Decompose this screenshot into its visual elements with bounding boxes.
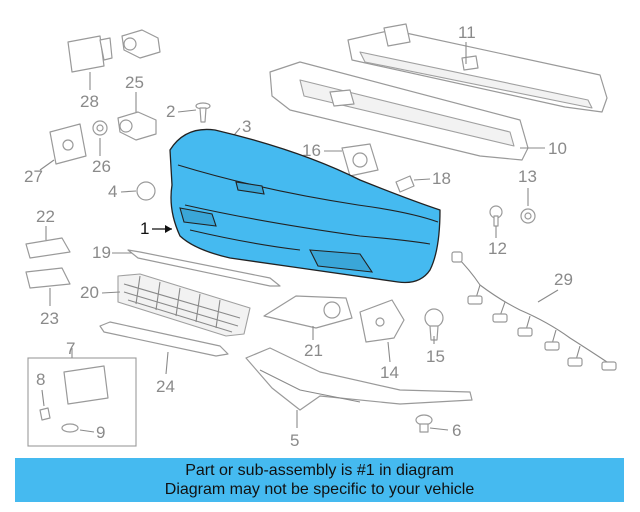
- part-1-bumper-cover: [169, 128, 441, 284]
- part-11-upper-reinforcement: [347, 23, 608, 113]
- part-21-fog-bezel: [263, 295, 353, 329]
- callout-27: 27: [24, 167, 43, 186]
- callout-5: 5: [290, 431, 299, 450]
- callout-24: 24: [156, 377, 175, 396]
- part-15-clip: [424, 308, 444, 341]
- part-29-wiring-harness: [451, 251, 617, 371]
- part-25-sensor-b: [117, 111, 157, 141]
- callout-21: 21: [304, 341, 323, 360]
- part-19-trim-strip: [127, 249, 281, 287]
- part-20-grille: [117, 273, 251, 337]
- callout-15: 15: [426, 347, 445, 366]
- part-4-sensor-holder: [136, 181, 156, 201]
- callout-10: 10: [548, 139, 567, 158]
- part-22-bracket: [25, 237, 71, 259]
- bumper-cover-body: [169, 128, 441, 284]
- callout-13: 13: [518, 167, 537, 186]
- callout-12: 12: [488, 239, 507, 258]
- callout-2: 2: [166, 102, 175, 121]
- part-28-bracket: [67, 35, 113, 73]
- banner-line-2: Diagram may not be specific to your vehi…: [164, 481, 475, 498]
- callout-8: 8: [36, 370, 45, 389]
- part-27-side-bracket: [49, 123, 87, 165]
- parts-diagram: 11 10 28 25 2 3 27 26: [24, 23, 617, 450]
- part-14-mount-bracket: [359, 299, 405, 343]
- part-25-parking-sensor: [121, 29, 161, 59]
- callout-29: 29: [554, 270, 573, 289]
- callout-18: 18: [432, 169, 451, 188]
- callout-3: 3: [242, 117, 251, 136]
- part-5-lower-valance: [245, 347, 473, 411]
- callout-20: 20: [80, 283, 99, 302]
- part-7-license-assembly: [27, 357, 137, 447]
- banner-line-1: Part or sub-assembly is #1 in diagram: [185, 462, 454, 479]
- part-10-energy-absorber: [269, 61, 529, 161]
- part-16-bracket: [341, 143, 379, 177]
- part-18-clip: [395, 175, 415, 193]
- part-24-spoiler-strip: [99, 321, 229, 357]
- callout-28: 28: [80, 92, 99, 111]
- callout-25: 25: [125, 73, 144, 92]
- callout-7: 7: [66, 339, 75, 358]
- part-12-bolt: [489, 205, 503, 227]
- callout-19: 19: [92, 243, 111, 262]
- callout-9: 9: [96, 423, 105, 442]
- part-26-grommet: [92, 120, 108, 136]
- callout-26: 26: [92, 157, 111, 176]
- callout-22: 22: [36, 207, 55, 226]
- part-2-push-pin: [195, 102, 211, 123]
- callout-11: 11: [458, 23, 476, 42]
- part-6-bolt: [415, 414, 433, 433]
- callout-6: 6: [452, 421, 461, 440]
- callout-1: 1: [140, 219, 149, 238]
- callout-4: 4: [108, 182, 117, 201]
- info-banner: Part or sub-assembly is #1 in diagram Di…: [15, 458, 624, 502]
- callout-14: 14: [380, 363, 399, 382]
- callout-16: 16: [302, 141, 321, 160]
- part-13-grommet: [520, 208, 536, 224]
- callout-23: 23: [40, 309, 59, 328]
- part-23-bracket: [25, 267, 71, 289]
